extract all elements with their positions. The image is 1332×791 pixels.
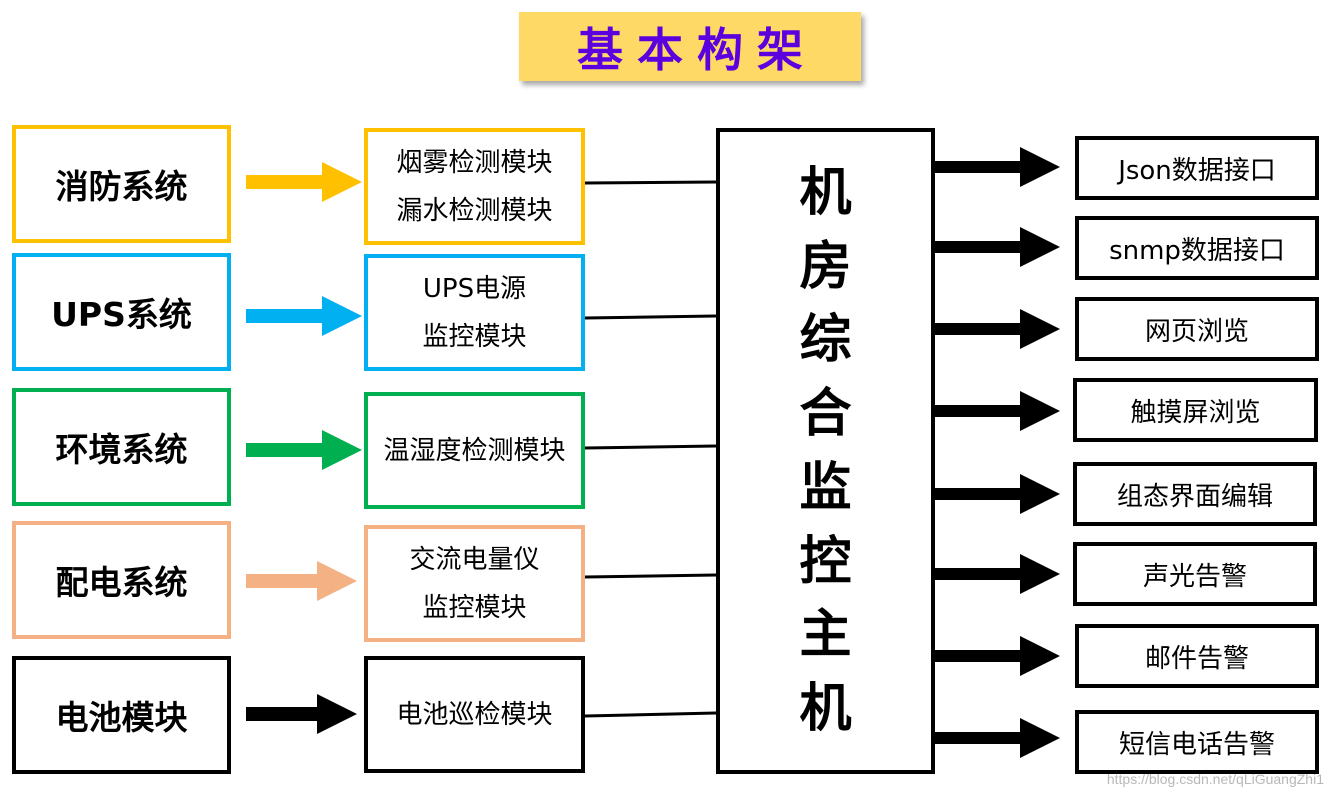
module-label: UPS电源 xyxy=(422,273,527,304)
title-banner: 基本构架 xyxy=(519,12,861,81)
host-box: 机 房 综 合 监 控 主 机 xyxy=(716,128,935,774)
system-box-env: 环境系统 xyxy=(12,388,231,506)
arrow-ups-head xyxy=(322,296,362,336)
output-label: 组态界面编辑 xyxy=(1116,481,1273,512)
output-arrow-6-shaft xyxy=(935,568,1020,580)
output-arrow-6-head xyxy=(1020,554,1060,594)
output-label: 声光告警 xyxy=(1142,561,1247,592)
host-label-char: 机 xyxy=(799,679,852,740)
system-label: 环境系统 xyxy=(55,430,188,469)
module-label: 烟雾检测模块 xyxy=(396,147,553,178)
output-arrow-8-shaft xyxy=(935,732,1020,744)
output-arrow-2-shaft xyxy=(935,241,1020,253)
output-arrow-3-head xyxy=(1020,309,1060,349)
output-box-email-alarm: 邮件告警 xyxy=(1075,624,1319,688)
output-arrow-1-shaft xyxy=(935,161,1020,173)
arrow-fire-head xyxy=(322,162,362,202)
output-box-web: 网页浏览 xyxy=(1075,297,1319,361)
output-box-snmp: snmp数据接口 xyxy=(1075,216,1319,280)
output-label: 网页浏览 xyxy=(1144,316,1249,347)
output-box-sound-light-alarm: 声光告警 xyxy=(1073,542,1317,606)
system-label: 消防系统 xyxy=(55,167,188,206)
system-label: 配电系统 xyxy=(55,563,188,602)
watermark: https://blog.csdn.net/qLiGuangZhi1 xyxy=(1106,771,1324,787)
output-arrow-4-head xyxy=(1020,391,1060,431)
module-box-env: 温湿度检测模块 xyxy=(364,392,585,509)
module-box-power: 交流电量仪 监控模块 xyxy=(364,525,585,642)
arrow-env-shaft xyxy=(246,443,322,457)
connector-line-5 xyxy=(584,711,717,718)
host-label-char: 监 xyxy=(799,457,852,518)
module-box-fire: 烟雾检测模块 漏水检测模块 xyxy=(364,128,585,245)
connector-line-4 xyxy=(584,573,717,579)
output-label: 邮件告警 xyxy=(1144,643,1249,674)
module-box-battery: 电池巡检模块 xyxy=(364,656,585,773)
output-arrow-3-shaft xyxy=(935,323,1020,335)
output-arrow-7-head xyxy=(1020,636,1060,676)
module-label: 监控模块 xyxy=(422,592,527,623)
module-label: 电池巡检模块 xyxy=(396,699,553,730)
connector-line-3 xyxy=(584,444,717,450)
arrow-power-shaft xyxy=(246,574,317,588)
arrow-power-head xyxy=(317,561,357,601)
arrow-battery-shaft xyxy=(246,707,317,721)
arrow-env-head xyxy=(322,430,362,470)
module-label: 漏水检测模块 xyxy=(396,195,553,226)
system-label: 电池模块 xyxy=(55,698,188,737)
arrow-battery-head xyxy=(317,694,357,734)
output-arrow-5-head xyxy=(1020,474,1060,514)
system-label: UPS系统 xyxy=(51,295,192,334)
connector-line-1 xyxy=(584,180,717,185)
output-arrow-5-shaft xyxy=(935,488,1020,500)
module-label: 交流电量仪 xyxy=(409,544,540,575)
module-box-ups: UPS电源 监控模块 xyxy=(364,254,585,371)
output-arrow-2-head xyxy=(1020,227,1060,267)
output-label: Json数据接口 xyxy=(1118,155,1276,186)
output-arrow-1-head xyxy=(1020,147,1060,187)
arrow-fire-shaft xyxy=(246,175,322,189)
arrow-ups-shaft xyxy=(246,309,322,323)
output-arrow-7-shaft xyxy=(935,650,1020,662)
output-box-sms-call-alarm: 短信电话告警 xyxy=(1075,710,1319,774)
host-label-char: 房 xyxy=(799,236,852,297)
system-box-power: 配电系统 xyxy=(12,521,231,639)
output-box-json: Json数据接口 xyxy=(1075,136,1319,200)
output-label: 短信电话告警 xyxy=(1118,729,1275,760)
system-box-battery: 电池模块 xyxy=(12,656,231,774)
module-label: 温湿度检测模块 xyxy=(383,435,566,466)
host-label-char: 机 xyxy=(799,162,852,223)
host-label-char: 主 xyxy=(799,605,852,666)
diagram-title: 基本构架 xyxy=(577,22,817,77)
module-label: 监控模块 xyxy=(422,321,527,352)
output-box-scada-editor: 组态界面编辑 xyxy=(1073,462,1317,526)
system-box-fire: 消防系统 xyxy=(12,125,231,243)
output-label: snmp数据接口 xyxy=(1109,235,1285,266)
host-label-char: 控 xyxy=(799,531,852,592)
system-box-ups: UPS系统 xyxy=(12,253,231,371)
host-label-char: 合 xyxy=(799,384,852,445)
output-arrow-4-shaft xyxy=(935,405,1020,417)
output-box-touchscreen: 触摸屏浏览 xyxy=(1073,378,1318,442)
host-label-char: 综 xyxy=(799,310,852,371)
connector-line-2 xyxy=(584,314,717,320)
output-label: 触摸屏浏览 xyxy=(1130,397,1261,428)
output-arrow-8-head xyxy=(1020,718,1060,758)
